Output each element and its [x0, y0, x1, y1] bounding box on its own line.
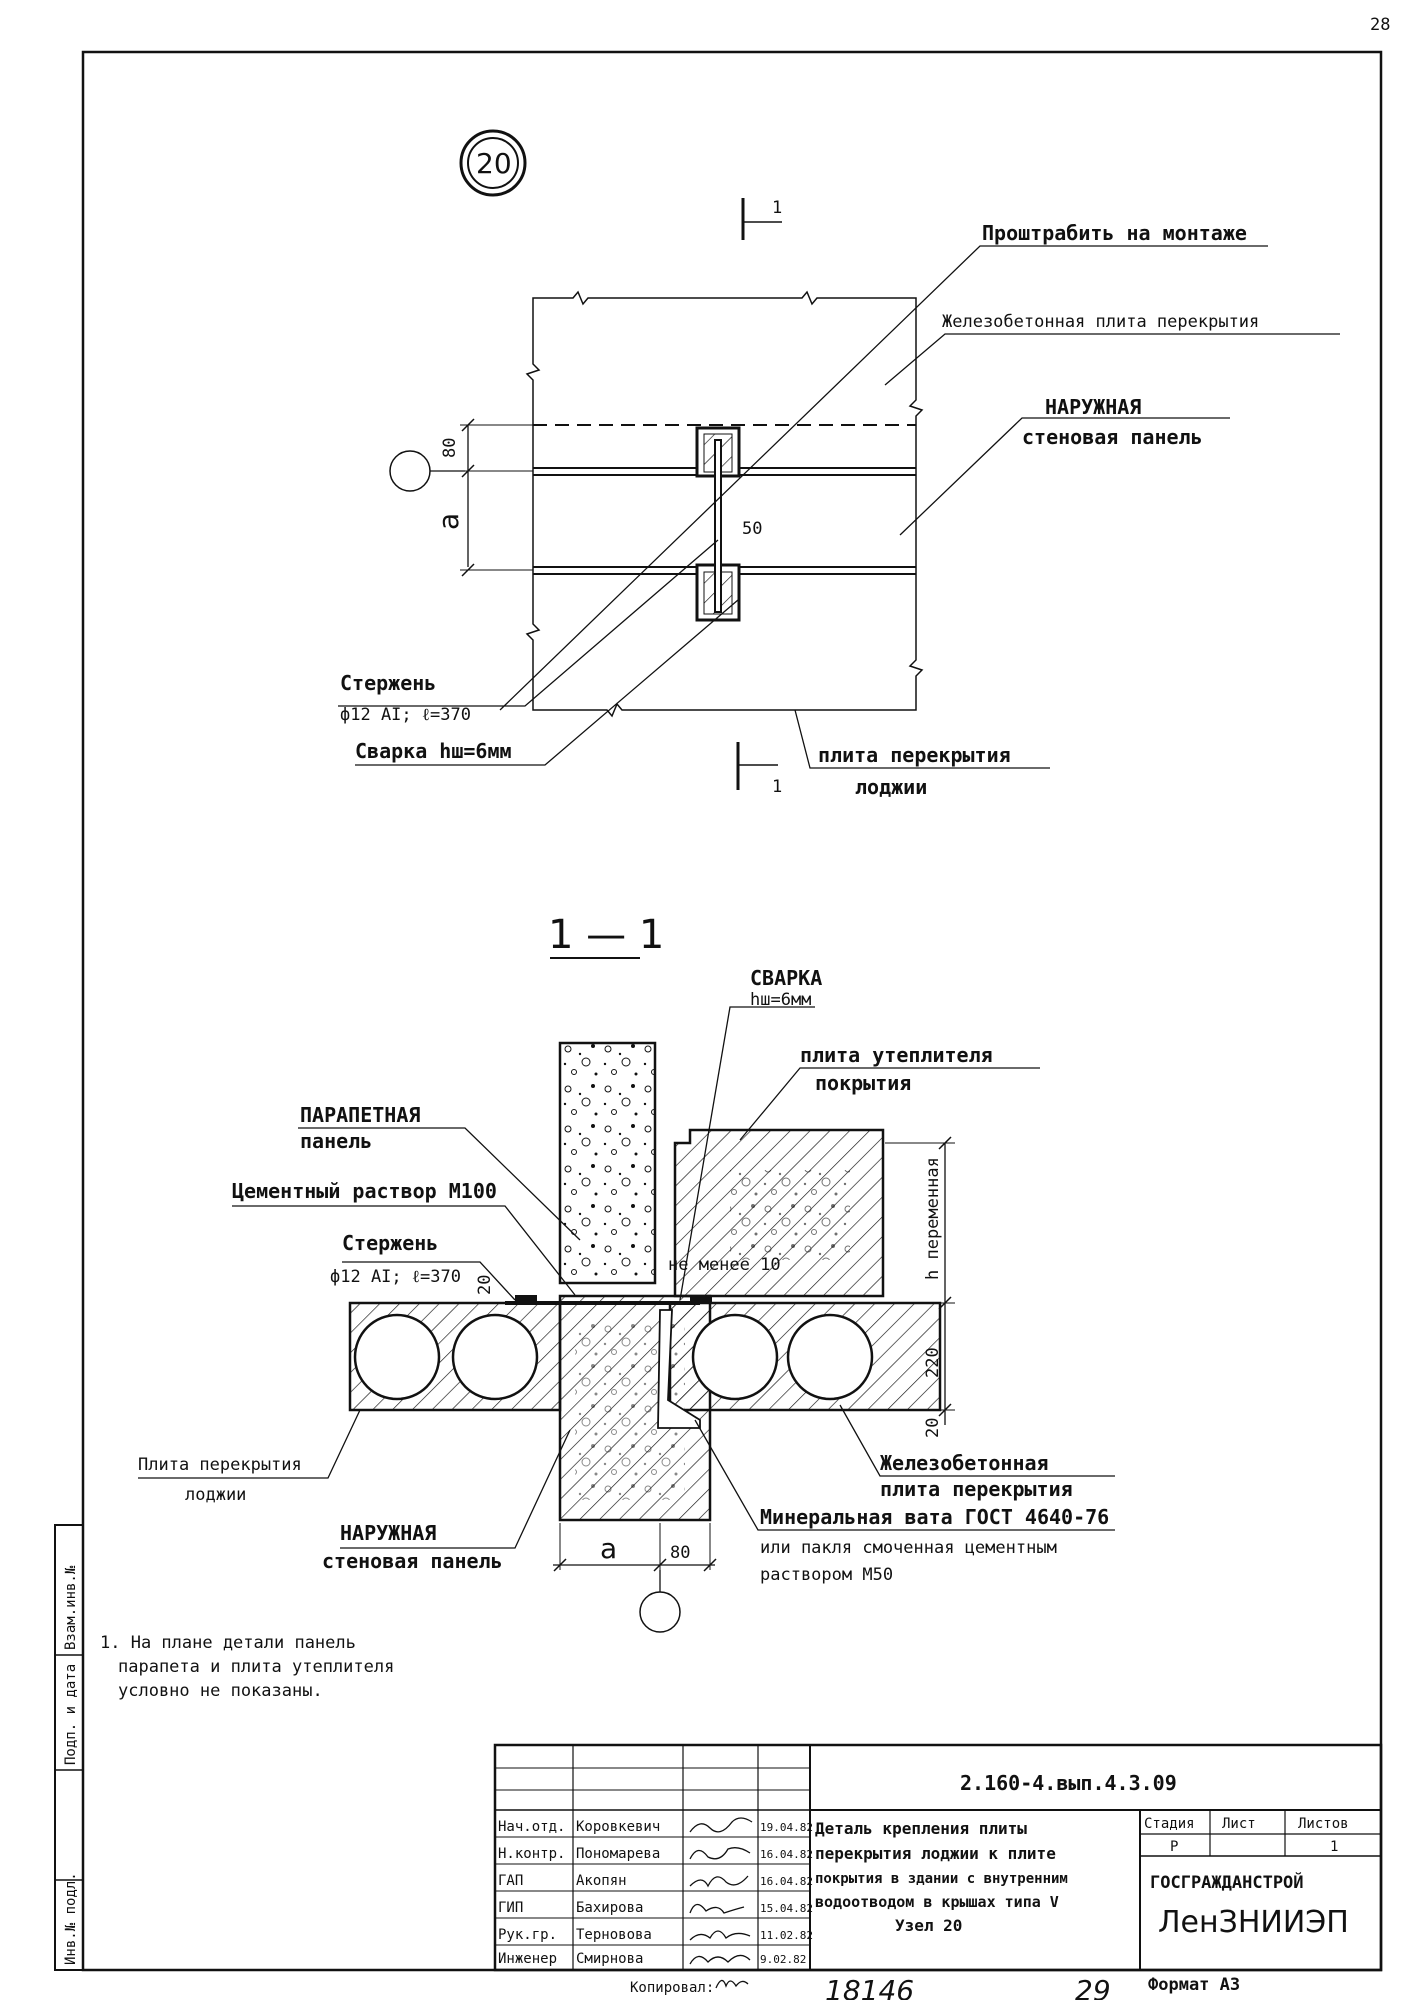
footer-sheet: 29 [1075, 1974, 1111, 2000]
tb-date-3: 15.04.82 [760, 1902, 813, 1915]
label-insulation-1: плита утеплителя [800, 1043, 993, 1067]
tb-code: 2.160-4.вып.4.3.09 [960, 1771, 1177, 1795]
stamp-sign: Подп. и дата [63, 1664, 79, 1765]
section-title: 1 — 1 [548, 912, 664, 958]
dim-20-right: 20 [923, 1418, 943, 1438]
section-axis-bubble [639, 1591, 681, 1633]
label-slab: Железобетонная плита перекрытия [942, 312, 1259, 332]
label-insulation-2: покрытия [815, 1071, 911, 1095]
plan-dim-a: a [432, 513, 465, 530]
tb-name-1: Пономарева [576, 1846, 660, 1862]
label-loggia-slab-2: лоджии [855, 775, 927, 799]
tb-name-4: Терновова [576, 1927, 652, 1943]
stamp-replaced: Взам.инв.№ [63, 1565, 79, 1650]
label-rc-section-2: плита перекрытия [880, 1477, 1073, 1501]
label-wall-section-1: НАРУЖНАЯ [340, 1521, 436, 1545]
parapet-panel [558, 1041, 657, 1285]
label-weld-section-2: hш=6мм [750, 990, 811, 1010]
tb-date-0: 19.04.82 [760, 1821, 813, 1834]
tb-sheets: 1 [1330, 1839, 1338, 1855]
label-chase: Проштрабить на монтаже [982, 221, 1247, 245]
title-block: Нач.отд. Коровкевич 19.04.82 Н.контр. По… [493, 1743, 1383, 1972]
tb-desc-0: Деталь крепления плиты [815, 1819, 1027, 1838]
label-wool-1: Минеральная вата ГОСТ 4640-76 [760, 1505, 1109, 1529]
notes: 1. На плане детали панель парапета и пли… [100, 1633, 394, 1701]
detail-number-circle [459, 129, 527, 197]
tb-stage-header: Стадия [1144, 1816, 1195, 1832]
tb-name-0: Коровкевич [576, 1819, 660, 1835]
plan-axis-bubble [389, 450, 431, 492]
label-wool-2: или пакля смоченная цементным [760, 1538, 1057, 1558]
stamp-inv: Инв.№ подл. [63, 1872, 79, 1965]
tb-role-1: Н.контр. [498, 1846, 565, 1862]
tb-role-2: ГАП [498, 1873, 523, 1889]
tb-date-1: 16.04.82 [760, 1848, 813, 1861]
label-rod-section-1: Стержень [342, 1231, 438, 1255]
section-view: 1 — 1 h переменная 220 20 2 [138, 912, 1115, 1633]
tb-role-0: Нач.отд. [498, 1819, 565, 1835]
footer-copied: Копировал: [630, 1980, 714, 1996]
label-loggia-section-1: Плита перекрытия [138, 1455, 302, 1475]
label-wall-section-2: стеновая панель [322, 1549, 503, 1573]
section-mark-bottom: 1 [772, 777, 782, 797]
tb-stage: Р [1170, 1839, 1178, 1855]
tb-desc-2: покрытия в здании с внутренним [815, 1871, 1068, 1887]
tb-role-5: Инженер [498, 1951, 557, 1967]
label-rc-section-1: Железобетонная [880, 1451, 1049, 1475]
dim-h-variable: h переменная [923, 1157, 943, 1280]
tb-org-1: ГОСГРАЖДАНСТРОЙ [1150, 1871, 1304, 1893]
tb-sheets-header: Листов [1298, 1816, 1349, 1832]
label-rod-2: ф12 АI; ℓ=370 [340, 705, 471, 725]
label-outer-panel-2: стеновая панель [1022, 425, 1203, 449]
label-min-10: не менее 10 [668, 1255, 781, 1275]
label-rod-section-2: ф12 АI; ℓ=370 [330, 1267, 461, 1287]
dim-220: 220 [923, 1347, 943, 1378]
plan-rod [714, 439, 722, 613]
label-mortar: Цементный раствор М100 [232, 1179, 497, 1203]
page-number: 28 [1370, 15, 1390, 35]
label-weld-section-1: СВАРКА [750, 966, 822, 990]
label-weld: Сварка hш=6мм [355, 739, 512, 763]
note-line-3: условно не показаны. [118, 1681, 323, 1701]
tb-desc-1: перекрытия лоджии к плите [815, 1844, 1056, 1863]
label-outer-panel-1: НАРУЖНАЯ [1045, 395, 1141, 419]
tb-role-4: Рук.гр. [498, 1927, 557, 1943]
tb-name-5: Смирнова [576, 1951, 643, 1967]
tb-date-2: 16.04.82 [760, 1875, 813, 1888]
label-loggia-section-2: лоджии [185, 1485, 246, 1505]
tb-date-4: 11.02.82 [760, 1929, 813, 1942]
section-dim-a: a [600, 1532, 617, 1565]
label-parapet-2: панель [300, 1129, 372, 1153]
tb-sheet-header: Лист [1222, 1816, 1256, 1832]
footer-inv: 18146 [825, 1974, 914, 2000]
section-dim-80: 80 [670, 1543, 690, 1563]
tb-desc-4: Узел 20 [895, 1916, 962, 1935]
tb-name-2: Акопян [576, 1873, 627, 1889]
note-line-1: 1. На плане детали панель [100, 1633, 356, 1653]
plan-view: 20 1 1 80 a 50 [338, 129, 1340, 799]
footer: Копировал: 18146 29 Формат А3 [630, 1974, 1240, 2000]
tb-date-5: 9.02.82 [760, 1953, 806, 1966]
label-rod-1: Стержень [340, 671, 436, 695]
detail-number: 20 [476, 147, 512, 180]
tb-org-2: ЛенЗНИИЭП [1158, 1905, 1349, 1940]
note-line-2: парапета и плита утеплителя [118, 1657, 394, 1677]
label-wool-3: раствором М50 [760, 1565, 893, 1585]
plan-dim-50: 50 [742, 519, 762, 539]
dim-20-left: 20 [475, 1275, 495, 1295]
side-stamp: Инв.№ подл. Подп. и дата Взам.инв.№ [54, 1524, 84, 1971]
plan-dim-80: 80 [440, 438, 460, 458]
tb-name-3: Бахирова [576, 1900, 643, 1916]
label-loggia-slab-1: плита перекрытия [818, 743, 1011, 767]
section-mark-top: 1 [772, 198, 782, 218]
footer-format: Формат А3 [1148, 1975, 1240, 1995]
label-parapet-1: ПАРАПЕТНАЯ [300, 1103, 420, 1127]
tb-desc-3: водоотводом в крышах типа V [815, 1893, 1059, 1911]
tb-role-3: ГИП [498, 1900, 523, 1916]
